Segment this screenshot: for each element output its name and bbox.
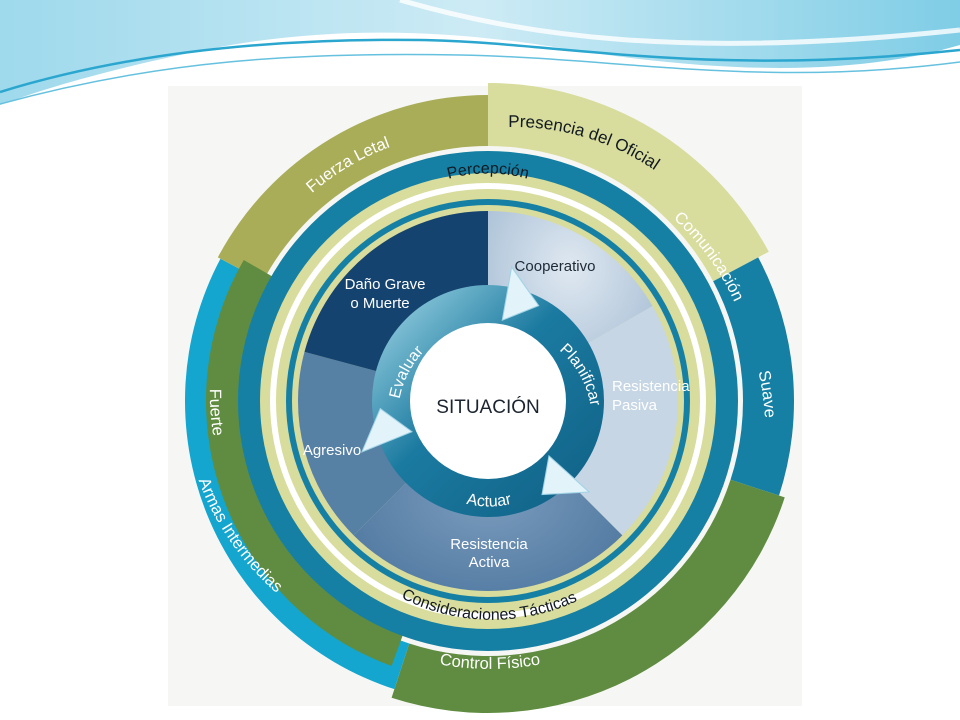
sector-label-passive-resistance-1: Resistencia — [612, 378, 690, 395]
outer-segment-officer-presence — [488, 83, 769, 282]
sector-label-passive-resistance-2: Pasiva — [612, 397, 658, 414]
outer-segment-soft — [391, 479, 785, 713]
ring-label-perception: Percepción — [445, 160, 530, 182]
cycle-arrow-act-to-evaluate — [360, 407, 413, 453]
outer-segment-communication — [713, 257, 794, 496]
center-circle — [410, 323, 566, 479]
sector-label-serious-harm-2: o Muerte — [350, 295, 409, 312]
sector-label-cooperative: Cooperativo — [515, 258, 596, 275]
sector-label-serious-harm-1: Daño Grave — [345, 276, 426, 293]
cycle-arrow-plan-to-act — [541, 454, 591, 496]
outer-label-hard: Fuerte — [206, 389, 227, 437]
sector-label-active-resistance-1: Resistencia — [450, 536, 528, 553]
sector-label-aggressive: Agresivo — [303, 442, 361, 459]
outer-label-physical-control: Control Físico — [439, 650, 542, 672]
cycle-label-act: Actuar — [465, 491, 513, 511]
sector-label-active-resistance-2: Activa — [469, 554, 511, 571]
outer-segment-lethal-force — [217, 95, 488, 282]
cycle-arrow-evaluate-to-plan — [501, 265, 540, 322]
center-label-situation: SITUACIÓN — [436, 396, 539, 418]
